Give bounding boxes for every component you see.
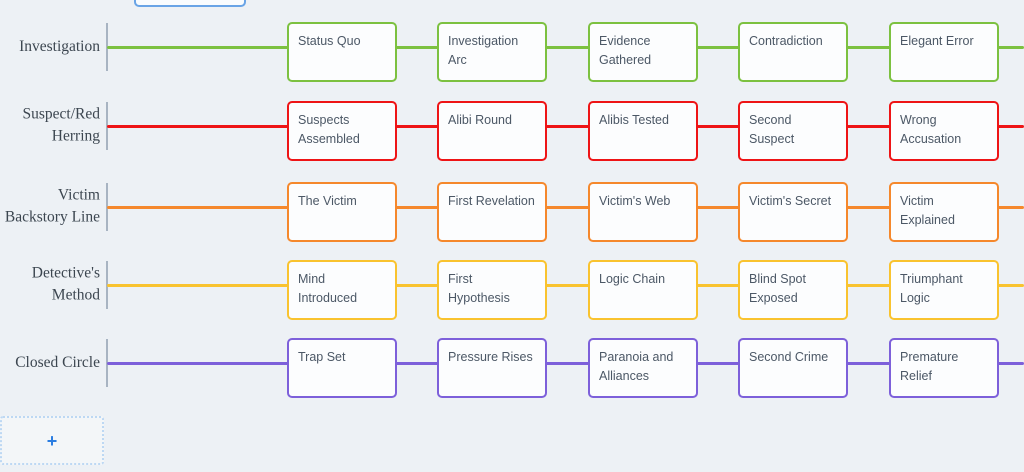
row-divider-tick: [106, 183, 108, 231]
top-partial-card[interactable]: [134, 0, 246, 7]
scene-card-title: Contradiction: [749, 34, 823, 48]
scene-card[interactable]: Elegant Error: [889, 22, 999, 82]
scene-card-title: Trap Set: [298, 350, 346, 364]
plot-line-label[interactable]: Closed Circle: [15, 353, 100, 371]
scene-card[interactable]: Victim's Secret: [738, 182, 848, 242]
scene-card-title: Status Quo: [298, 34, 361, 48]
scene-card-title: The Victim: [298, 194, 357, 208]
scene-card-title: Evidence Gathered: [599, 34, 652, 68]
scene-card[interactable]: Contradiction: [738, 22, 848, 82]
scene-card[interactable]: The Victim: [287, 182, 397, 242]
scene-card[interactable]: Triumphant Logic: [889, 260, 999, 320]
plot-line: [107, 124, 1024, 128]
scene-card-title: Victim's Secret: [749, 194, 832, 208]
plot-line: [107, 205, 1024, 209]
scene-card[interactable]: Alibi Round: [437, 101, 547, 161]
scene-card[interactable]: First Hypothesis: [437, 260, 547, 320]
scene-card[interactable]: Trap Set: [287, 338, 397, 398]
scene-card[interactable]: Alibis Tested: [588, 101, 698, 161]
scene-card-title: Victim Explained: [900, 194, 955, 228]
scene-card[interactable]: Victim's Web: [588, 182, 698, 242]
scene-card[interactable]: Logic Chain: [588, 260, 698, 320]
scene-card-title: Alibis Tested: [599, 113, 669, 127]
scene-card[interactable]: Second Suspect: [738, 101, 848, 161]
scene-card-title: Pressure Rises: [448, 350, 533, 364]
plot-line: [107, 45, 1024, 49]
row-divider-tick: [106, 23, 108, 71]
scene-card-title: First Hypothesis: [448, 272, 510, 306]
plus-icon: +: [46, 430, 58, 451]
scene-card[interactable]: Evidence Gathered: [588, 22, 698, 82]
scene-card[interactable]: Victim Explained: [889, 182, 999, 242]
plot-line-label[interactable]: Victim Backstory Line: [4, 186, 100, 226]
plot-line-label[interactable]: Investigation: [19, 37, 100, 55]
plot-line-label[interactable]: Suspect/Red Herring: [22, 105, 101, 145]
add-plot-line-button[interactable]: +: [0, 416, 104, 465]
scene-card-title: Paranoia and Alliances: [599, 350, 674, 384]
plot-line: [107, 361, 1024, 365]
scene-card-title: Elegant Error: [900, 34, 974, 48]
scene-card[interactable]: Paranoia and Alliances: [588, 338, 698, 398]
row-divider-tick: [106, 339, 108, 387]
scene-card-title: Mind Introduced: [298, 272, 358, 306]
scene-card-title: Wrong Accusation: [900, 113, 962, 147]
scene-card[interactable]: Premature Relief: [889, 338, 999, 398]
scene-card-title: Investigation Arc: [448, 34, 519, 68]
scene-card-title: Triumphant Logic: [900, 272, 963, 306]
scene-card[interactable]: Suspects Assembled: [287, 101, 397, 161]
scene-card[interactable]: Wrong Accusation: [889, 101, 999, 161]
scene-card[interactable]: Pressure Rises: [437, 338, 547, 398]
scene-card-title: Blind Spot Exposed: [749, 272, 806, 306]
scene-card-title: Second Suspect: [749, 113, 795, 147]
scene-card-title: Premature Relief: [900, 350, 959, 384]
plot-line: [107, 283, 1024, 287]
scene-card[interactable]: Second Crime: [738, 338, 848, 398]
scene-card-title: First Revelation: [448, 194, 535, 208]
scene-card[interactable]: Investigation Arc: [437, 22, 547, 82]
scene-card-title: Suspects Assembled: [298, 113, 360, 147]
row-divider-tick: [106, 102, 108, 150]
scene-card-title: Alibi Round: [448, 113, 512, 127]
scene-card-title: Victim's Web: [599, 194, 671, 208]
scene-card[interactable]: Mind Introduced: [287, 260, 397, 320]
scene-card[interactable]: Status Quo: [287, 22, 397, 82]
scene-card[interactable]: First Revelation: [437, 182, 547, 242]
scene-card-title: Second Crime: [749, 350, 829, 364]
scene-card-title: Logic Chain: [599, 272, 666, 286]
plot-line-label[interactable]: Detective's Method: [31, 264, 100, 304]
row-divider-tick: [106, 261, 108, 309]
scene-card[interactable]: Blind Spot Exposed: [738, 260, 848, 320]
